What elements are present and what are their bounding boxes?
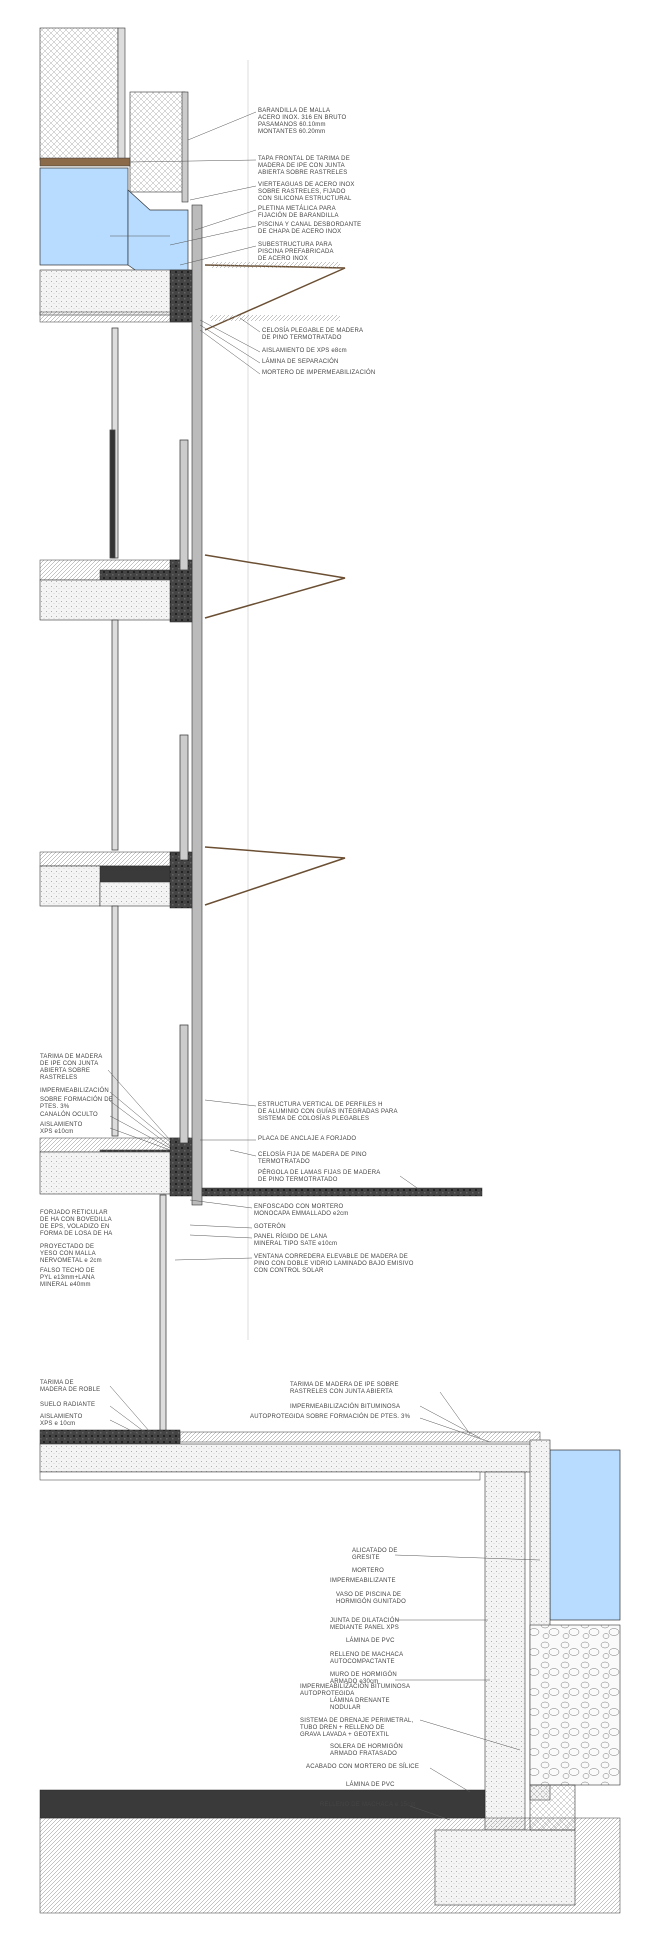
label-sistema-drenaje: SISTEMA DE DRENAJE PERIMETRAL,TUBO DREN … [300, 1718, 413, 1738]
label-imper-bitum: IMPERMEABILIZACIÓN BITUMINOSA [290, 1403, 400, 1410]
label-acabado-silice: ACABADO CON MORTERO DE SÍLICE [306, 1763, 419, 1770]
label-aislamiento-xps: AISLAMIENTO DE XPS e8cm [262, 348, 347, 354]
slab-level-4 [39, 1137, 193, 1197]
slab-level-2 [39, 559, 193, 623]
label-suelo-radiante: SUELO RADIANTE [40, 1402, 95, 1408]
label-lamina-pvc: LÁMINA DE PVC [346, 1637, 395, 1644]
basement-slab [39, 1784, 621, 1914]
leader-lines [107, 111, 541, 1821]
vertical-structure [191, 60, 249, 1340]
upper-pool [39, 167, 189, 273]
ground-terrace [39, 1429, 541, 1481]
slab-level-1 [39, 269, 193, 323]
pergola [201, 1187, 483, 1197]
upper-mesh-wall [39, 27, 189, 203]
wood-capping [39, 157, 131, 167]
slab-level-3 [39, 851, 193, 909]
label-mortero: MORTERO [352, 1568, 384, 1574]
retaining-wall [484, 1471, 526, 1831]
label-placa-anclaje: PLACA DE ANCLAJE A FORJADO [258, 1136, 356, 1142]
window-mullions [109, 327, 189, 1456]
label-lamina-separacion: LÁMINA DE SEPARACIÓN [262, 358, 339, 365]
label-relleno-machaca15: RELLENO DE MACHACA e 15cm [320, 1802, 416, 1808]
label-lamina-pvc2: LÁMINA DE PVC [346, 1781, 395, 1788]
label-autoprotegida: AUTOPROTEGIDA SOBRE FORMACIÓN DE PTES. 3… [250, 1413, 411, 1420]
label-impermeabilizacion: IMPERMEABILIZACIÓN [40, 1087, 109, 1094]
label-goteron: GOTERÓN [254, 1223, 286, 1230]
label-canalon: CANALÓN OCULTO [40, 1111, 98, 1118]
lower-pool [529, 1439, 621, 1801]
lattice-slats [210, 262, 340, 321]
label-impermeabilizante: IMPERMEABILIZANTE [330, 1578, 396, 1584]
label-mortero-imper: MORTERO DE IMPERMEABILIZACIÓN [262, 369, 375, 376]
